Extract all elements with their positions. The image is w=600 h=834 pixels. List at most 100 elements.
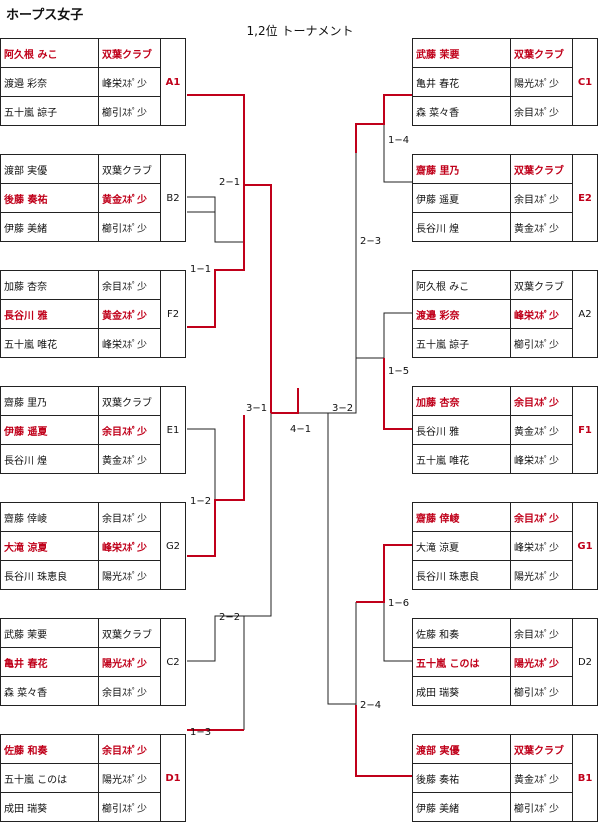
player-name: 伊藤 美緒 bbox=[0, 212, 99, 242]
bracket-line bbox=[244, 413, 272, 617]
player-club: 余目ｽﾎﾟ少 bbox=[510, 183, 573, 213]
player-club: 峰栄ｽﾎﾟ少 bbox=[510, 299, 573, 329]
player-name: 佐藤 和奏 bbox=[412, 618, 511, 648]
player-club: 櫛引ｽﾎﾟ少 bbox=[510, 328, 573, 358]
group-code: F1 bbox=[572, 386, 598, 474]
player-club: 余目ｽﾎﾟ少 bbox=[510, 618, 573, 648]
player-row: 渡邉 彩奈峰栄ｽﾎﾟ少 bbox=[0, 67, 186, 97]
player-club: 双葉クラブ bbox=[98, 154, 161, 184]
player-club: 黄金ｽﾎﾟ少 bbox=[98, 444, 161, 474]
winner-path bbox=[383, 358, 412, 430]
player-row: 長谷川 煌黄金ｽﾎﾟ少 bbox=[0, 444, 186, 474]
player-club: 陽光ｽﾎﾟ少 bbox=[98, 560, 161, 590]
player-row: 成田 瑞葵櫛引ｽﾎﾟ少 bbox=[0, 792, 186, 822]
player-name: 長谷川 煌 bbox=[412, 212, 511, 242]
winner-path bbox=[187, 185, 245, 328]
page-subtitle: 1,2位 トーナメント bbox=[246, 24, 354, 38]
group-code: G1 bbox=[572, 502, 598, 590]
group-code: A2 bbox=[572, 270, 598, 358]
player-name: 齋藤 里乃 bbox=[0, 386, 99, 416]
group-code: D1 bbox=[160, 734, 186, 822]
player-name: 渡邉 彩奈 bbox=[0, 67, 99, 97]
player-club: 黄金ｽﾎﾟ少 bbox=[98, 183, 161, 213]
player-row: 成田 瑞葵櫛引ｽﾎﾟ少 bbox=[412, 676, 598, 706]
player-row: 長谷川 珠恵良陽光ｽﾎﾟ少 bbox=[412, 560, 598, 590]
bracket-line bbox=[327, 358, 357, 705]
player-name: 佐藤 和奏 bbox=[0, 734, 99, 764]
match-label-2-1: 2−1 bbox=[219, 177, 241, 188]
player-club: 陽光ｽﾎﾟ少 bbox=[510, 647, 573, 677]
bracket-line bbox=[187, 615, 245, 730]
player-row: 長谷川 雅黄金ｽﾎﾟ少 bbox=[0, 299, 186, 329]
player-name: 亀井 春花 bbox=[412, 67, 511, 97]
player-club: 余目ｽﾎﾟ少 bbox=[98, 270, 161, 300]
player-club: 陽光ｽﾎﾟ少 bbox=[98, 763, 161, 793]
player-club: 櫛引ｽﾎﾟ少 bbox=[510, 792, 573, 822]
winner-path bbox=[356, 544, 412, 603]
player-name: 五十嵐 このは bbox=[412, 647, 511, 677]
player-row: 後藤 奏祐黄金ｽﾎﾟ少 bbox=[412, 763, 598, 793]
player-row: 五十嵐 唯花峰栄ｽﾎﾟ少 bbox=[0, 328, 186, 358]
player-name: 亀井 春花 bbox=[0, 647, 99, 677]
group-code: C2 bbox=[160, 618, 186, 706]
player-row: 大滝 涼夏峰栄ｽﾎﾟ少 bbox=[412, 531, 598, 561]
player-name: 阿久根 みこ bbox=[0, 38, 99, 68]
player-row: 五十嵐 諒子櫛引ｽﾎﾟ少 bbox=[0, 96, 186, 126]
player-row: 大滝 涼夏峰栄ｽﾎﾟ少 bbox=[0, 531, 186, 561]
player-name: 阿久根 みこ bbox=[412, 270, 511, 300]
player-club: 余目ｽﾎﾟ少 bbox=[510, 96, 573, 126]
group-code: F2 bbox=[160, 270, 186, 358]
player-row: 伊藤 美緒櫛引ｽﾎﾟ少 bbox=[0, 212, 186, 242]
match-label-2-4: 2−4 bbox=[360, 700, 382, 711]
player-row: 亀井 春花陽光ｽﾎﾟ少 bbox=[0, 647, 186, 677]
group-code: A1 bbox=[160, 38, 186, 126]
match-label-3-1: 3−1 bbox=[246, 403, 268, 414]
winner-path bbox=[187, 415, 245, 557]
winner-path bbox=[187, 94, 272, 413]
bracket-line bbox=[383, 124, 412, 183]
player-row: 五十嵐 諒子櫛引ｽﾎﾟ少 bbox=[412, 328, 598, 358]
player-club: 陽光ｽﾎﾟ少 bbox=[98, 647, 161, 677]
player-row: 後藤 奏祐黄金ｽﾎﾟ少 bbox=[0, 183, 186, 213]
player-club: 黄金ｽﾎﾟ少 bbox=[510, 212, 573, 242]
player-row: 伊藤 遥夏余目ｽﾎﾟ少 bbox=[412, 183, 598, 213]
player-name: 後藤 奏祐 bbox=[412, 763, 511, 793]
player-name: 成田 瑞葵 bbox=[412, 676, 511, 706]
match-label-3-2: 3−2 bbox=[332, 403, 354, 414]
player-name: 長谷川 雅 bbox=[412, 415, 511, 445]
player-name: 渡部 実優 bbox=[412, 734, 511, 764]
winner-path bbox=[271, 388, 299, 414]
player-club: 余目ｽﾎﾟ少 bbox=[98, 502, 161, 532]
player-club: 峰栄ｽﾎﾟ少 bbox=[510, 444, 573, 474]
match-label-4-1: 4−1 bbox=[290, 424, 312, 435]
player-club: 余目ｽﾎﾟ少 bbox=[98, 415, 161, 445]
player-name: 武藤 茉要 bbox=[412, 38, 511, 68]
match-label-2-3: 2−3 bbox=[360, 236, 382, 247]
bracket-line bbox=[214, 212, 244, 243]
player-club: 双葉クラブ bbox=[98, 386, 161, 416]
match-label-1-4: 1−4 bbox=[388, 135, 410, 146]
player-row: 渡邉 彩奈峰栄ｽﾎﾟ少 bbox=[412, 299, 598, 329]
group-code: B2 bbox=[160, 154, 186, 242]
player-club: 黄金ｽﾎﾟ少 bbox=[98, 299, 161, 329]
page-title: ホープス女子 bbox=[6, 8, 84, 23]
player-club: 櫛引ｽﾎﾟ少 bbox=[98, 792, 161, 822]
group-code: E1 bbox=[160, 386, 186, 474]
player-name: 森 菜々香 bbox=[0, 676, 99, 706]
player-club: 櫛引ｽﾎﾟ少 bbox=[98, 212, 161, 242]
bracket-line bbox=[383, 602, 412, 662]
